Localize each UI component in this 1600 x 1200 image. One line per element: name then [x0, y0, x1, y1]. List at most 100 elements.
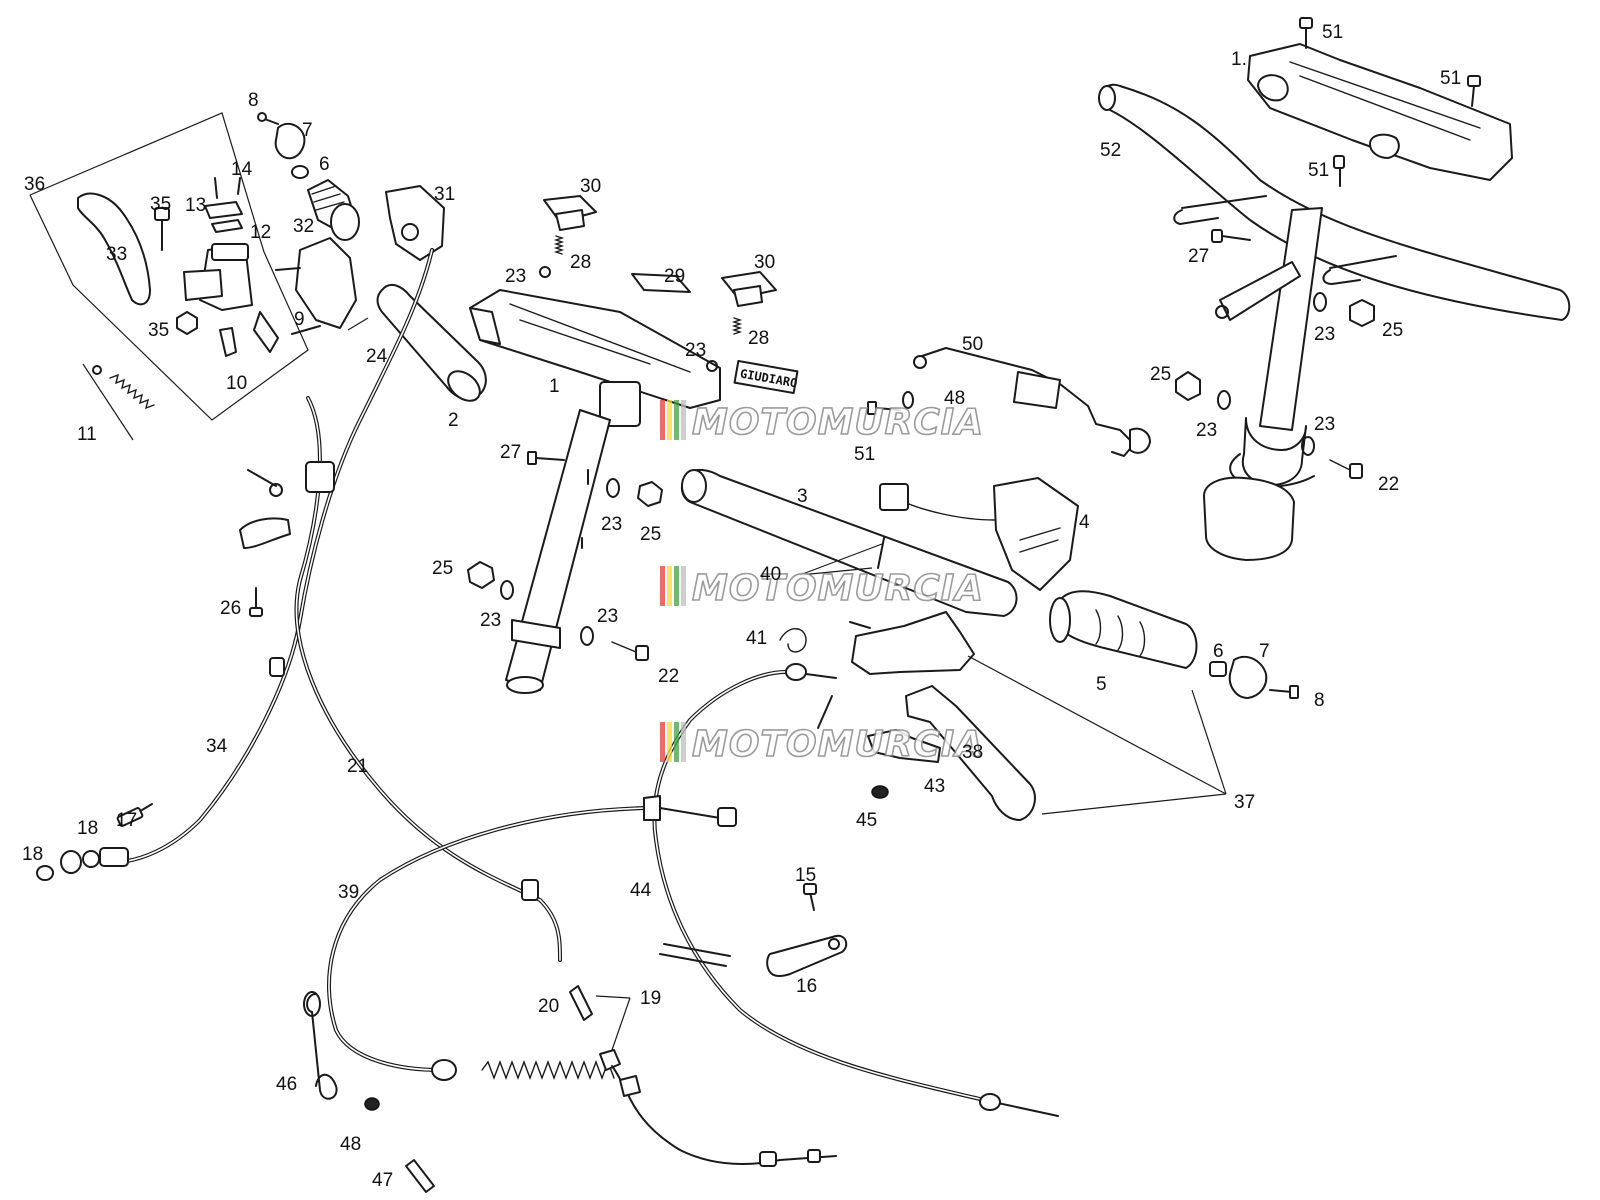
bracket-16 [766, 883, 848, 977]
watermark-stripe [681, 566, 686, 606]
callout-23-c: 23 [601, 514, 622, 535]
callout-18-b: 18 [77, 818, 98, 839]
callout-5: 5 [1096, 674, 1107, 695]
callout-48-b: 48 [340, 1134, 361, 1155]
callout-30-b: 30 [754, 252, 775, 273]
callout-23-d: 23 [480, 610, 501, 631]
steering-stem-1: GIUDIARO [469, 289, 799, 694]
callout-36: 36 [24, 174, 45, 195]
callout-27-b: 27 [1188, 246, 1209, 267]
watermark-stripe [660, 400, 665, 440]
callout-46: 46 [276, 1074, 297, 1095]
left-handlebar-tube [376, 283, 487, 402]
watermark-text: MOTOMURCIA [692, 724, 984, 765]
centre-bolt-51 [867, 391, 914, 415]
callout-34: 34 [206, 736, 228, 757]
callout-50: 50 [962, 334, 983, 355]
brake-hose-fittings [36, 803, 153, 881]
callout-52: 52 [1100, 140, 1121, 161]
callout-17: 17 [116, 810, 137, 831]
callout-35-b: 35 [148, 320, 169, 341]
callout-51-c: 51 [1308, 160, 1329, 181]
callout-41: 41 [746, 628, 767, 649]
callout-37: 37 [1234, 792, 1255, 813]
callout-20: 20 [538, 996, 559, 1017]
watermark-stripe [667, 722, 672, 762]
callout-28-a: 28 [570, 252, 591, 273]
callout-18-a: 18 [22, 844, 43, 865]
brake-master-cylinder-assembly [29, 112, 309, 421]
callout-22-a: 22 [658, 666, 679, 687]
callout-19: 19 [640, 988, 661, 1009]
callout-51-a: 51 [1322, 22, 1343, 43]
callout-23-b: 23 [685, 340, 706, 361]
right-bar-end-weight [1209, 655, 1299, 699]
callout-32: 32 [293, 216, 314, 237]
callout-48-a: 48 [944, 388, 965, 409]
callout-6-right: 6 [1213, 641, 1224, 662]
callout-45: 45 [856, 810, 877, 831]
callout-38: 38 [962, 742, 983, 763]
callout-13: 13 [185, 195, 206, 216]
callout-3: 3 [797, 486, 808, 507]
callout-23-e: 23 [597, 606, 618, 627]
watermark-stripe [660, 722, 665, 762]
watermark-group: MOTOMURCIA MOTOMURCIA MOTOMURCIA [660, 400, 984, 766]
right-switch-4 [879, 477, 1079, 591]
callout-8-left: 8 [248, 90, 259, 111]
spring-11 [82, 363, 155, 441]
callout-9: 9 [294, 309, 305, 330]
callout-51-d: 51 [854, 444, 875, 465]
watermark-stripe [681, 400, 686, 440]
callout-22-b: 22 [1378, 474, 1399, 495]
leader-lines [595, 543, 1227, 1051]
watermark-stripe [667, 566, 672, 606]
callout-21: 21 [347, 756, 368, 777]
callout-25-a: 25 [640, 524, 661, 545]
callout-23-g: 23 [1196, 420, 1217, 441]
callout-4: 4 [1079, 512, 1090, 533]
callout-51-b: 51 [1440, 68, 1461, 89]
bolt-26 [249, 587, 263, 617]
callout-12: 12 [250, 222, 271, 243]
callout-1: 1 [549, 376, 560, 397]
callout-44: 44 [630, 880, 652, 901]
callout-2: 2 [448, 410, 459, 431]
callout-35-a: 35 [150, 194, 171, 215]
left-bar-end-weight [257, 112, 309, 179]
callout-16: 16 [796, 976, 817, 997]
right-handlebar-tube [680, 469, 1018, 617]
callout-11: 11 [77, 424, 97, 445]
callout-26: 26 [220, 598, 241, 619]
callout-33: 33 [106, 244, 127, 265]
cable-19-20 [569, 985, 837, 1167]
callout-24: 24 [366, 346, 388, 367]
callout-1-alt: 1. [1231, 49, 1247, 70]
callout-47: 47 [372, 1170, 393, 1191]
watermark-stripe [667, 400, 672, 440]
watermark-text: MOTOMURCIA [692, 402, 984, 443]
callout-23-f: 23 [1314, 324, 1335, 345]
watermark-stamp: MOTOMURCIA [660, 722, 984, 766]
bracket-50 [913, 347, 1151, 457]
cables-39-44 [326, 663, 1059, 1117]
callout-30-a: 30 [580, 176, 601, 197]
watermark-stripe [681, 722, 686, 762]
stem-clamp-hardware [467, 195, 777, 661]
small-parts-46-47-48 [303, 991, 435, 1193]
callout-25-d: 25 [1150, 364, 1171, 385]
watermark-stamp: MOTOMURCIA [660, 566, 984, 610]
watermark-text: MOTOMURCIA [692, 568, 984, 609]
watermark-stripe [674, 722, 679, 762]
callout-27-a: 27 [500, 442, 521, 463]
callout-23-a: 23 [505, 266, 526, 287]
callout-40: 40 [760, 564, 781, 585]
callout-7-right: 7 [1259, 641, 1270, 662]
watermark-stripe [660, 566, 665, 606]
callout-23-h: 23 [1314, 414, 1335, 435]
callout-25-c: 25 [1382, 320, 1403, 341]
callout-labels: 1 1. 2 3 4 5 6 6 7 7 8 8 9 10 11 12 13 1… [22, 22, 1461, 1191]
left-cables [99, 248, 562, 962]
right-lever-assembly [779, 537, 1036, 821]
callout-31: 31 [434, 184, 455, 205]
